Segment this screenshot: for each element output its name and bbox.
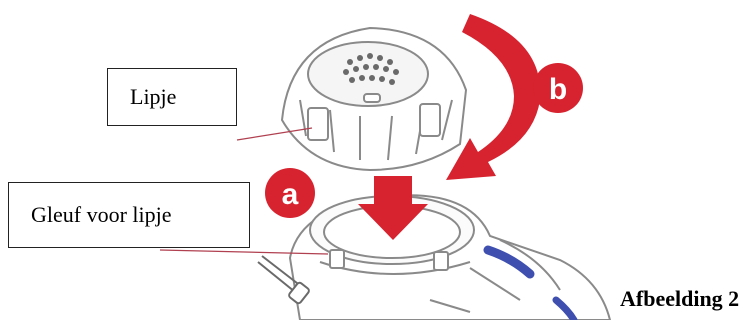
callout-leader-lines xyxy=(159,127,329,255)
device-cable xyxy=(257,255,310,305)
device-blue-band xyxy=(483,245,578,320)
callout-tab-text: Lipje xyxy=(130,84,177,109)
step-badge-b: b xyxy=(533,63,583,113)
callout-slot-text: Gleuf voor lipje xyxy=(31,202,172,227)
callout-slot-label: Gleuf voor lipje xyxy=(8,182,250,248)
cap-vent-holes xyxy=(343,53,399,85)
step-a-letter: a xyxy=(282,178,299,211)
arrow-b-rotate xyxy=(446,14,541,180)
figure-caption: Afbeelding 2 xyxy=(620,286,740,311)
arrow-a-down xyxy=(358,176,428,240)
callout-tab-label: Lipje xyxy=(107,68,237,126)
cap-dome xyxy=(280,26,468,172)
step-badge-a: a xyxy=(265,168,315,218)
step-b-letter: b xyxy=(549,73,567,106)
